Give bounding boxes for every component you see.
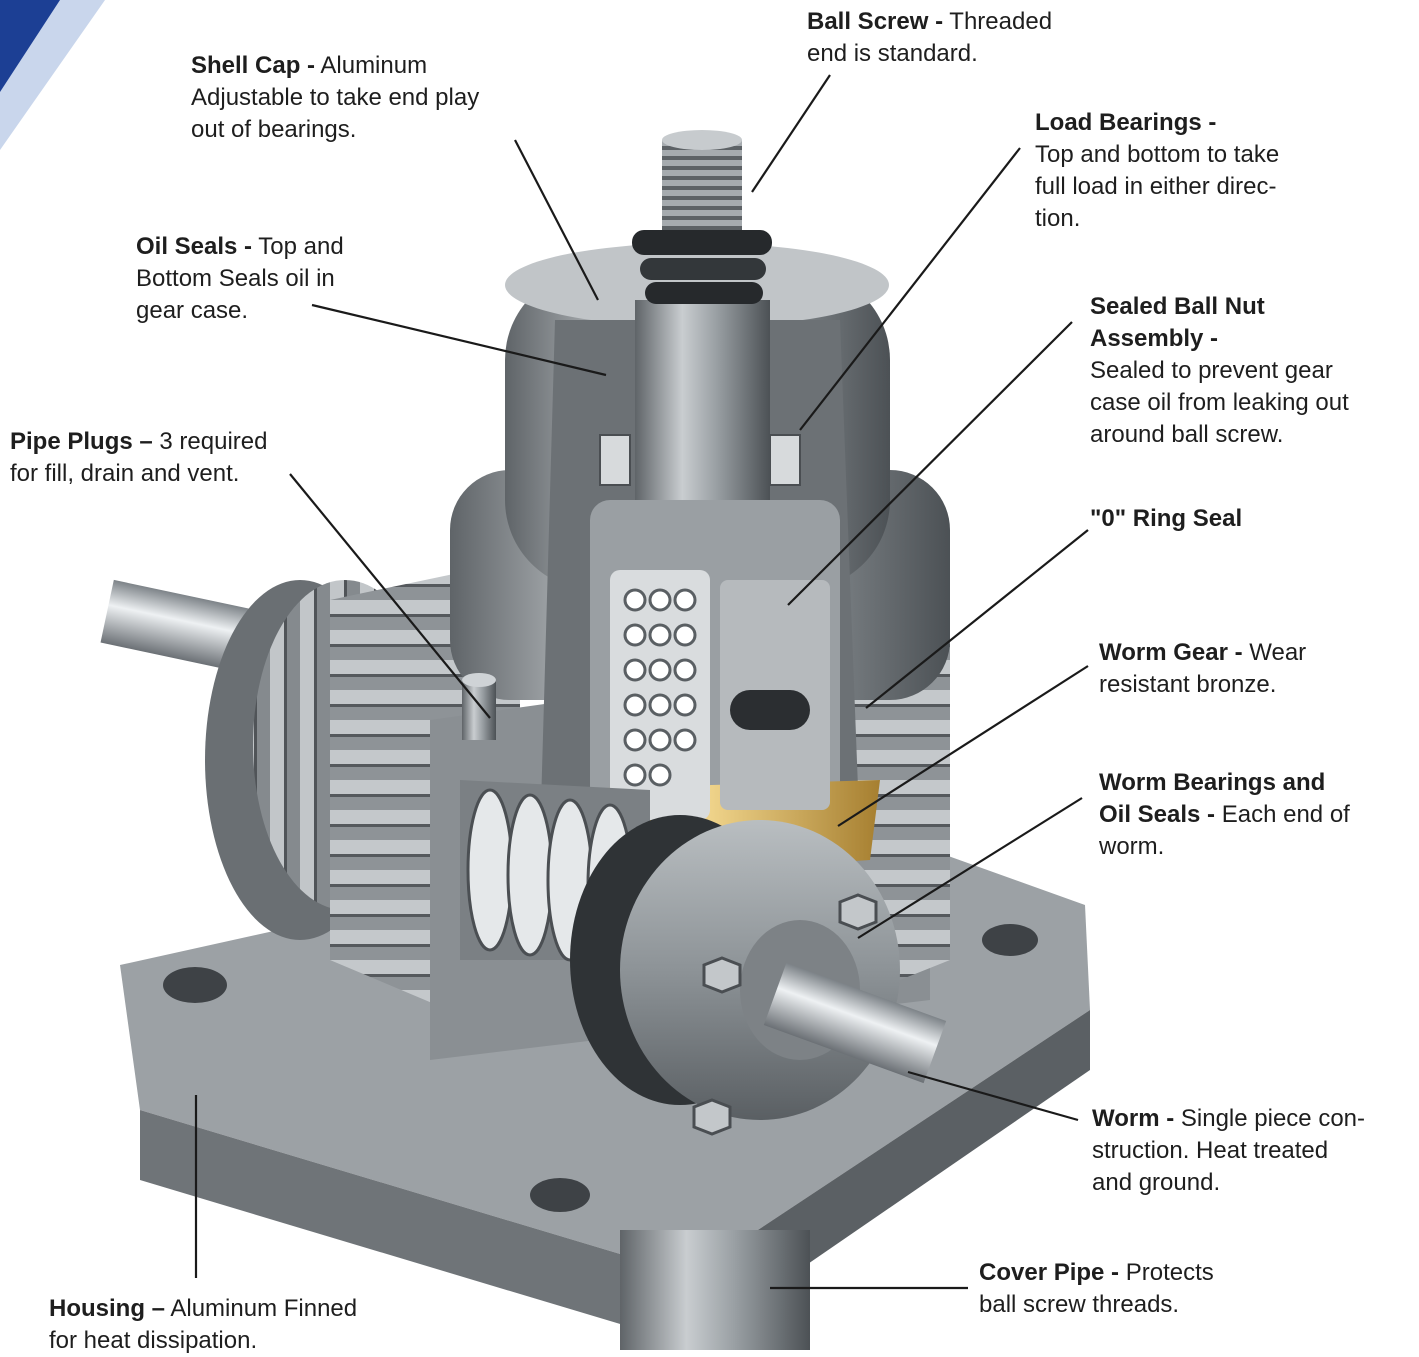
callout-title: Worm - [1092, 1105, 1175, 1132]
callout-worm-gear: Worm Gear - Wear resistant bronze. [1099, 639, 1307, 698]
callout-title: Worm Gear - [1099, 639, 1243, 666]
callout-pipe-plugs: Pipe Plugs – 3 required for fill, drain … [10, 428, 268, 487]
callout-worm-bearings: Worm Bearings and Oil Seals - Each end o… [1099, 769, 1350, 860]
callout-housing: Housing – Aluminum Finned for heat dissi… [49, 1295, 358, 1354]
callout-title: "0" Ring Seal [1090, 505, 1243, 532]
callout-cover-pipe: Cover Pipe - Protects ball screw threads… [979, 1259, 1214, 1318]
callout-load-bearings: Load Bearings - Top and bottom to take f… [1035, 109, 1280, 232]
callout-title: Housing – [49, 1295, 166, 1322]
callout-sealed-ball-nut: Sealed Ball Nut Assembly - Sealed to pre… [1090, 293, 1349, 448]
callout-title: Shell Cap - [191, 52, 316, 79]
load-bearings-part [599, 434, 801, 486]
callout-worm: Worm - Single piece con- struction. Heat… [1092, 1105, 1366, 1196]
corner-accent [0, 0, 105, 150]
callout-oil-seals: Oil Seals - Top and Bottom Seals oil in … [136, 233, 344, 324]
ball-screw-part [632, 130, 772, 500]
cover-pipe-part [620, 1230, 810, 1350]
right-shaft [763, 962, 947, 1084]
callout-title: Oil Seals - [136, 233, 253, 260]
pipe-plug-part [462, 673, 496, 740]
callout-title: Pipe Plugs – [10, 428, 153, 455]
callout-ball-screw: Ball Screw - Threaded end is standard. [807, 8, 1053, 67]
callout-o-ring-seal: "0" Ring Seal [1090, 503, 1242, 535]
callout-title: Cover Pipe - [979, 1259, 1120, 1286]
callout-title: Sealed Ball Nut [1090, 293, 1265, 320]
callout-title: Worm Bearings and [1099, 769, 1326, 796]
callout-shell-cap: Shell Cap - Aluminum Adjustable to take … [191, 52, 480, 143]
callout-title: Ball Screw - [807, 8, 944, 35]
ball-nut [610, 570, 830, 820]
leader-lines [194, 74, 1089, 1290]
callout-title: Load Bearings - [1035, 109, 1217, 136]
